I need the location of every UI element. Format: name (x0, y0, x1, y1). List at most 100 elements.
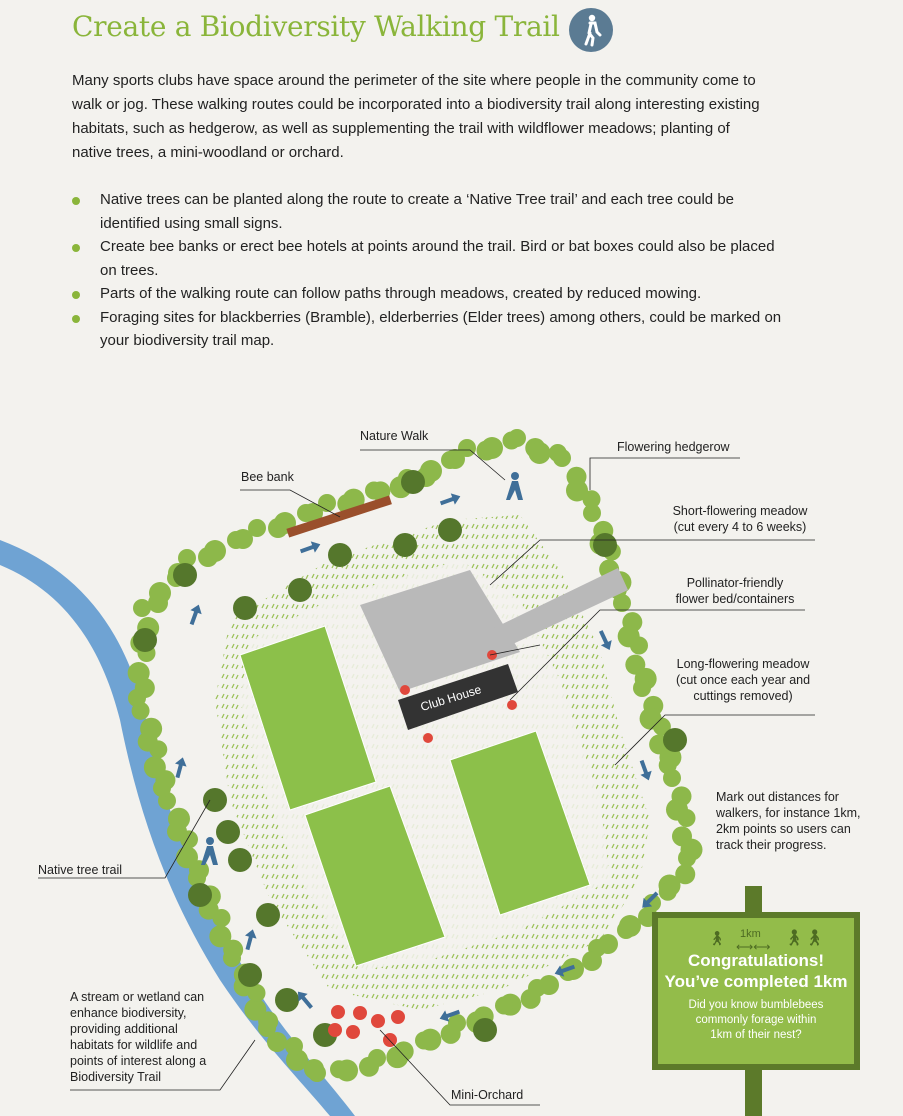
native-tree (188, 883, 212, 907)
trail-arrows (174, 472, 659, 1022)
native-tree (288, 578, 312, 602)
hedge-bush (420, 460, 442, 482)
hedge-bush (248, 519, 266, 537)
distance-sign: 🚶︎ 1km ⟷⟷ 🚶︎🚶︎ Congratulations! You’ve c… (652, 912, 860, 1070)
hedge-bush (178, 549, 196, 567)
hedge-bush (267, 1032, 287, 1052)
hedge-bush (613, 594, 631, 612)
car-park (360, 570, 520, 692)
trail-arrow-icon (439, 493, 461, 506)
walker-icon (506, 481, 523, 500)
label-long-meadow: Long-flowering meadow (cut once each yea… (668, 656, 818, 704)
walker-icon (206, 837, 214, 845)
hedge-bush (303, 503, 323, 523)
label-line: providing additional (70, 1022, 178, 1036)
walker-icon: 🚶︎ (708, 930, 726, 946)
hedge-bush (481, 437, 503, 459)
label-line: cuttings removed) (693, 689, 793, 703)
label-line: Mark out distances for (716, 790, 839, 804)
label-native-tree-trail: Native tree trail (38, 863, 123, 877)
label-stream: A stream or wetland can enhance biodiver… (70, 989, 206, 1085)
hedge-bush (582, 490, 601, 509)
hedge-bush (678, 849, 696, 867)
hedge-bush (149, 582, 171, 604)
native-tree (473, 1018, 497, 1042)
native-tree (663, 728, 687, 752)
hedge-bush (386, 1046, 409, 1069)
hedge-bush (209, 925, 232, 948)
bullet-item: Parts of the walking route can follow pa… (72, 282, 792, 306)
label-short-meadow: Short-flowering meadow (cut every 4 to 6… (660, 503, 820, 535)
walker-icon (201, 846, 218, 865)
hedge-bush (244, 998, 267, 1021)
native-tree (393, 533, 417, 557)
hedge-bush (143, 756, 166, 779)
hedge-bush (223, 939, 244, 960)
label-line: habitats for wildlife and (70, 1038, 198, 1052)
bullet-item: Foraging sites for blackberries (Bramble… (72, 306, 792, 353)
native-tree (438, 518, 462, 542)
label-line: track their progress. (716, 838, 827, 852)
label-line: Long-flowering meadow (676, 657, 810, 671)
sign-heading: Congratulations! (688, 951, 824, 970)
hedge-bush (415, 1031, 433, 1050)
native-tree (203, 788, 227, 812)
trail-arrow-icon (244, 929, 257, 951)
label-flowering-hedgerow: Flowering hedgerow (617, 440, 730, 454)
walker-icon (511, 472, 519, 480)
trail-arrow-icon (554, 964, 576, 977)
native-tree (328, 543, 352, 567)
hedge-bush (617, 921, 635, 939)
hedge-bush (445, 449, 465, 469)
label-line: A stream or wetland can (70, 990, 205, 1004)
hedge-bush (582, 951, 602, 971)
hedge-bush (359, 1056, 379, 1077)
pitch (239, 625, 377, 811)
hedge-bush (342, 488, 365, 511)
native-tree (401, 470, 425, 494)
hedge-bush (658, 882, 677, 901)
trail-arrow-icon (439, 1009, 461, 1022)
label-line: Biodiversity Trail (70, 1070, 161, 1084)
hedge-bush (528, 442, 551, 464)
hedge-bush (652, 717, 671, 736)
label-line: (cut once each year and (675, 673, 811, 687)
intro-paragraph: Many sports clubs have space around the … (72, 72, 760, 161)
apple-tree (391, 1010, 405, 1024)
native-tree (238, 963, 262, 987)
hedge-bush (176, 846, 198, 869)
hedge-bush (233, 529, 253, 549)
club-house (398, 664, 518, 730)
label-pollinator: Pollinator-friendly flower bed/container… (660, 575, 810, 607)
leader-lines (38, 449, 815, 1106)
trail-arrow-icon (639, 759, 652, 781)
hedge-bush (133, 599, 151, 617)
hedge-bush (630, 636, 648, 655)
mini-orchard (328, 650, 517, 1047)
hedge-bush (168, 807, 190, 830)
trail-arrow-icon (189, 604, 202, 626)
native-tree (593, 533, 617, 557)
flower-container (400, 685, 410, 695)
trail-arrow-icon (598, 630, 612, 650)
hedge-bush (663, 769, 681, 787)
label-line: walkers, for instance 1km, (716, 806, 861, 820)
label-nature-walk: Nature Walk (360, 429, 429, 443)
native-tree (275, 988, 299, 1012)
sign-fact: Did you know bumblebees commonly forage … (658, 998, 854, 1043)
hedge-bush (318, 494, 336, 512)
apple-tree (371, 1014, 385, 1028)
hedge-bush (285, 1037, 303, 1055)
native-tree (233, 596, 257, 620)
hedge-bush (675, 864, 696, 885)
label-line: Pollinator-friendly (686, 576, 784, 590)
trail-arrow-icon (299, 541, 321, 554)
hedge-bush (508, 429, 526, 447)
hedge-bush (204, 540, 226, 562)
hedge-bush (495, 996, 513, 1015)
bullet-list: Native trees can be planted along the ro… (72, 188, 792, 353)
flowering-hedgerow (127, 429, 703, 1082)
fact-line: commonly forage within (695, 1014, 817, 1026)
fact-line: 1km of their nest? (710, 1029, 802, 1041)
